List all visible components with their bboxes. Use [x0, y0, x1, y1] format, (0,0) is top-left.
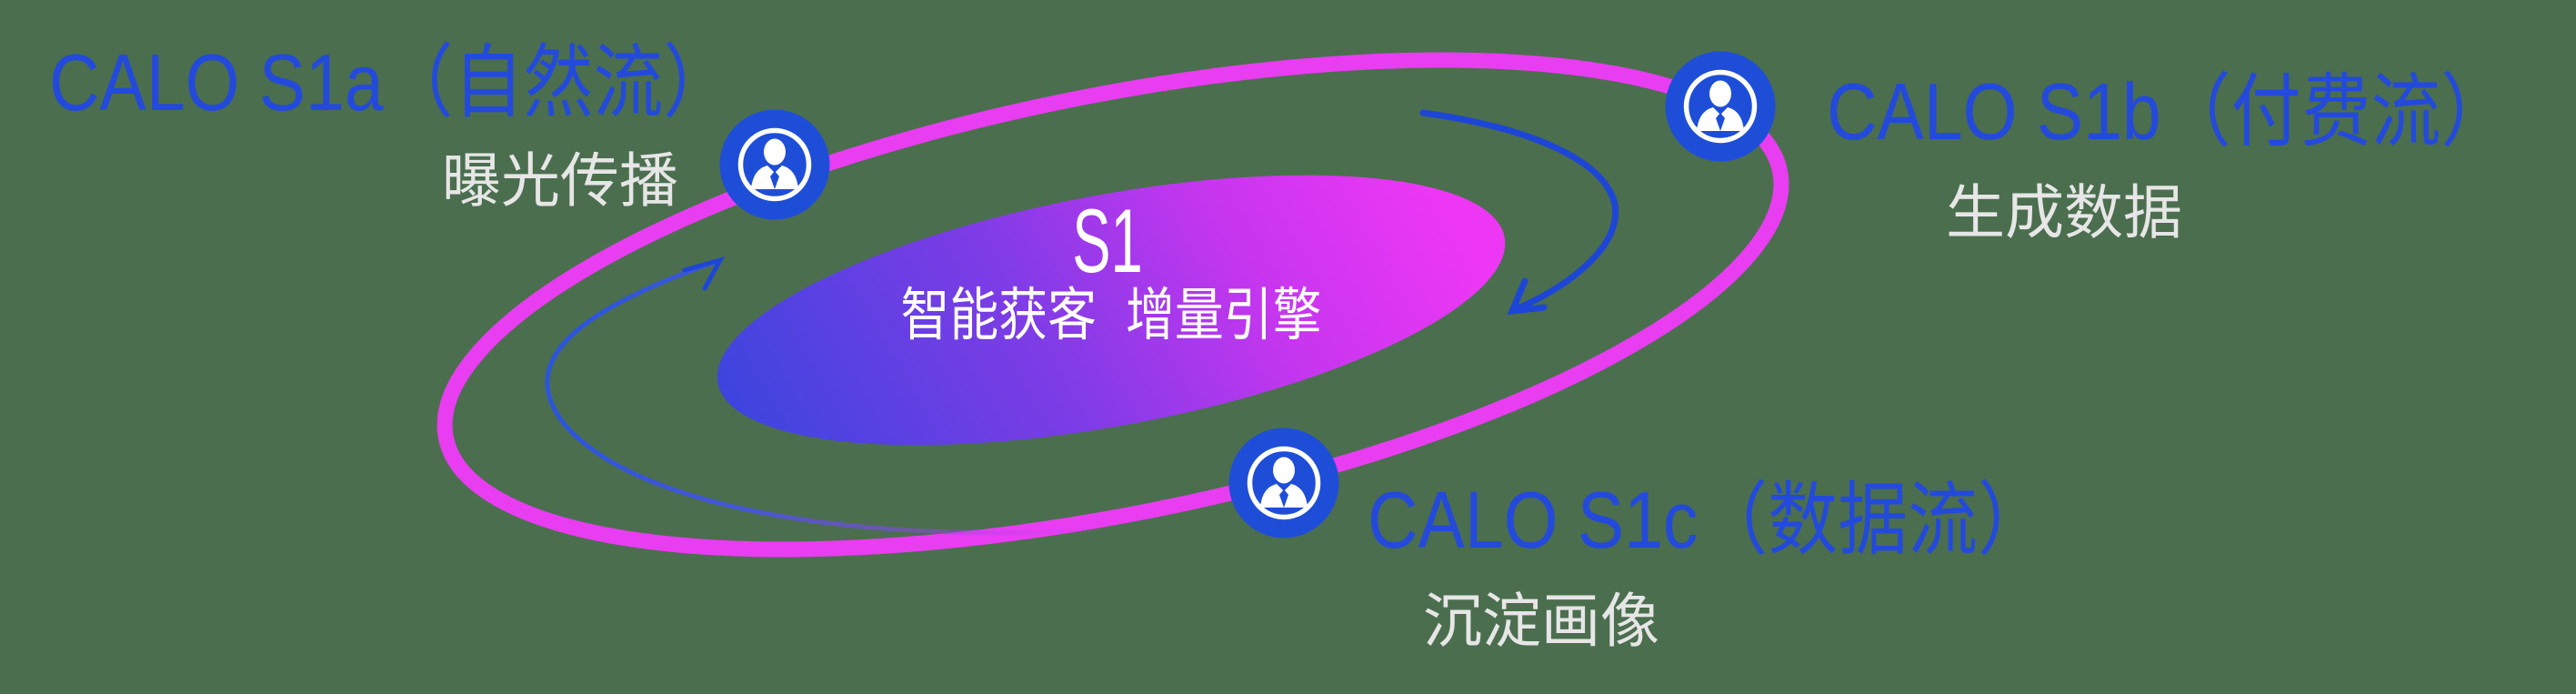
node-subtitle-s1c: 沉淀画像	[1423, 588, 1660, 654]
user-icon-s1a	[719, 109, 830, 220]
node-title-s1c: CALO S1c（数据流）	[1368, 475, 2048, 565]
user-icon-s1b	[1665, 51, 1776, 162]
arrow-right	[1419, 109, 1619, 316]
node-title-s1a: CALO S1a（自然流）	[49, 37, 734, 127]
user-icon-s1c	[1228, 427, 1339, 538]
node-subtitle-s1a: 曝光传播	[442, 147, 679, 214]
arrow-left	[545, 256, 1150, 536]
core-ellipse	[717, 175, 1506, 446]
node-title-s1b: CALO S1b（付费流）	[1827, 66, 2511, 156]
orbit-ellipse	[436, 52, 1789, 558]
core-title: S1	[1072, 190, 1143, 291]
core-subtitle: 智能获客 增量引擎	[900, 284, 1322, 347]
node-subtitle-s1b: 生成数据	[1946, 179, 2183, 246]
